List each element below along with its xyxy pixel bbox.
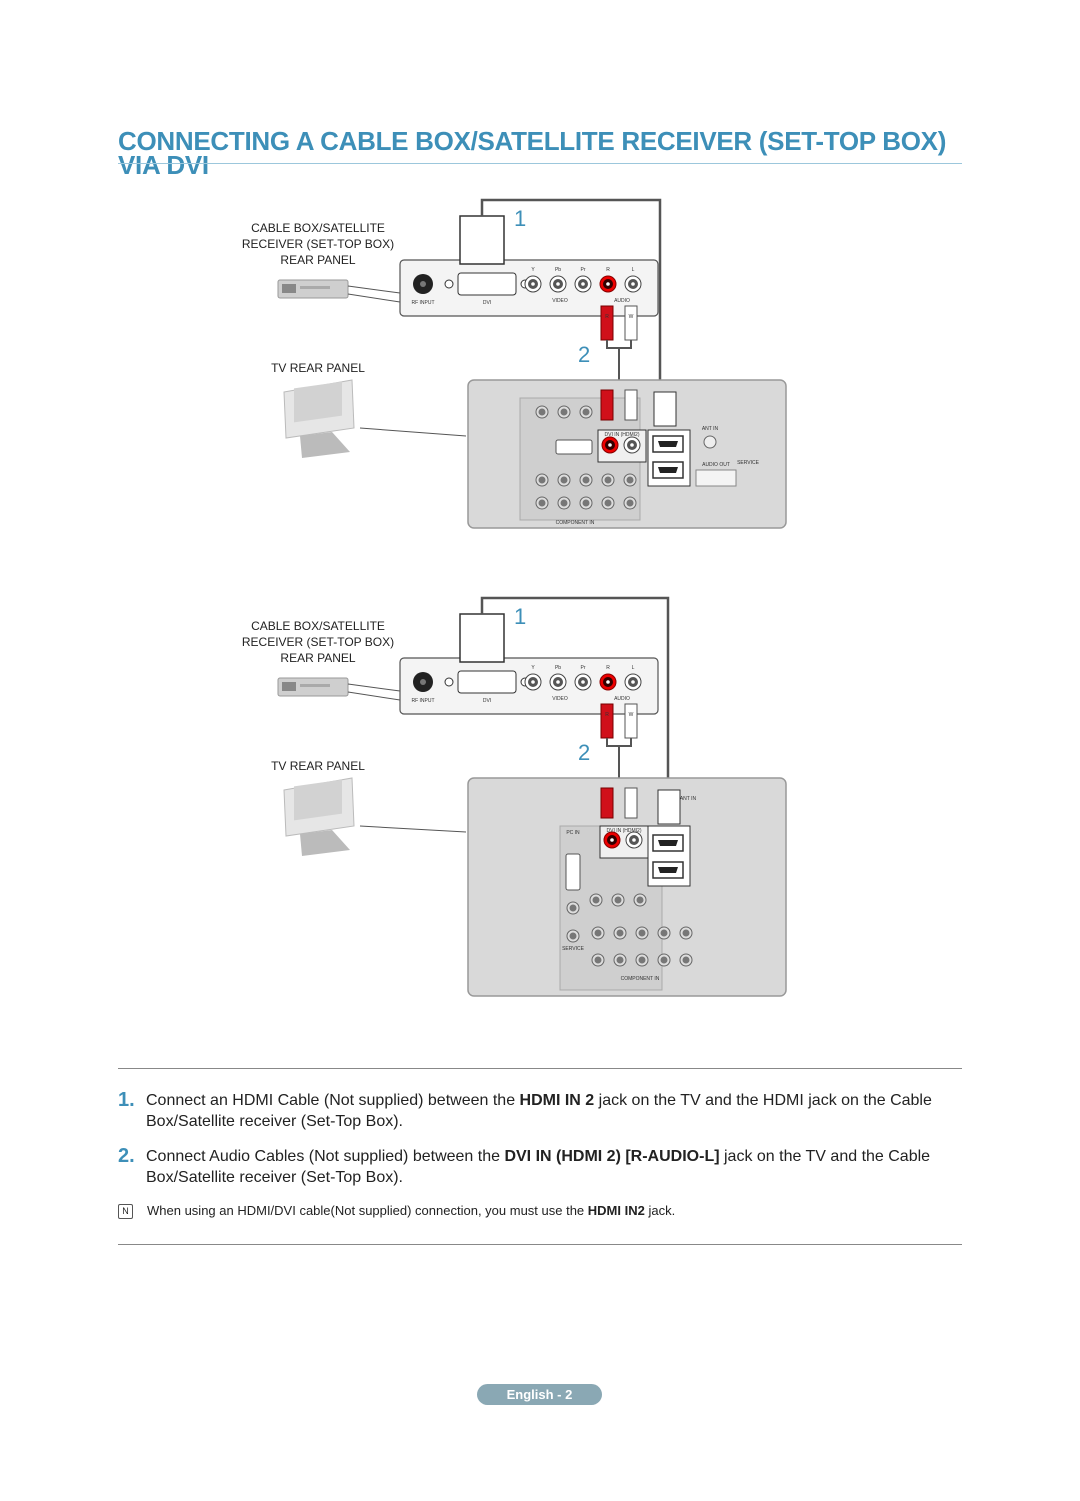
step-1: 1. Connect an HDMI Cable (Not supplied) … <box>118 1090 962 1132</box>
svg-text:ANT IN: ANT IN <box>680 796 697 802</box>
svg-text:DVI IN (HDMI2): DVI IN (HDMI2) <box>605 432 640 438</box>
hdmi-plug-box <box>459 215 505 265</box>
diagram-top: CABLE BOX/SATELLITE RECEIVER (SET-TOP BO… <box>242 198 787 529</box>
svg-text:PC IN: PC IN <box>566 830 580 836</box>
diagram-bottom: CABLE BOX/SATELLITE RECEIVER (SET-TOP BO… <box>242 596 787 997</box>
svg-text:1: 1 <box>514 604 526 629</box>
box-label-line3: REAR PANEL <box>280 253 355 267</box>
svg-text:DVI: DVI <box>483 300 491 306</box>
step-2: 2. Connect Audio Cables (Not supplied) b… <box>118 1146 962 1188</box>
page-number-badge: English - 2 <box>477 1384 602 1405</box>
step-2-marker: 2 <box>578 342 590 367</box>
instructions-bottom-rule <box>118 1244 962 1245</box>
tv-icon <box>283 379 355 459</box>
dvi-port <box>457 272 517 296</box>
svg-text:W: W <box>629 314 634 320</box>
svg-text:Y: Y <box>531 267 535 273</box>
step-2-number: 2. <box>118 1145 135 1167</box>
box-label-line1: CABLE BOX/SATELLITE <box>251 221 385 235</box>
svg-text:Y: Y <box>531 665 535 671</box>
settop-box-icon-b <box>277 677 349 697</box>
svg-text:COMPONENT IN: COMPONENT IN <box>621 976 660 982</box>
svg-text:R: R <box>605 314 609 320</box>
step-1-number: 1. <box>118 1089 135 1111</box>
svg-text:L: L <box>632 665 635 671</box>
svg-text:AUDIO OUT: AUDIO OUT <box>702 462 730 468</box>
instructions: 1. Connect an HDMI Cable (Not supplied) … <box>118 1090 962 1220</box>
box-label-line3-b: REAR PANEL <box>280 651 355 665</box>
svg-text:AUDIO: AUDIO <box>614 298 630 304</box>
step-1-marker: 1 <box>514 206 526 231</box>
box-label-line2: RECEIVER (SET-TOP BOX) <box>242 237 394 251</box>
svg-text:RF INPUT: RF INPUT <box>411 300 434 306</box>
box-label-line2-b: RECEIVER (SET-TOP BOX) <box>242 635 394 649</box>
note-text: When using an HDMI/DVI cable(Not supplie… <box>147 1203 676 1218</box>
box-label-line1-b: CABLE BOX/SATELLITE <box>251 619 385 633</box>
white-plug <box>624 305 638 341</box>
svg-text:RF INPUT: RF INPUT <box>411 698 434 704</box>
svg-text:R: R <box>605 712 609 718</box>
svg-text:SERVICE: SERVICE <box>737 460 760 466</box>
svg-text:R: R <box>606 665 610 671</box>
connection-diagram: CABLE BOX/SATELLITE RECEIVER (SET-TOP BO… <box>242 198 787 997</box>
svg-text:VIDEO: VIDEO <box>552 298 568 304</box>
svg-text:TV REAR PANEL: TV REAR PANEL <box>271 759 365 773</box>
svg-text:R: R <box>606 267 610 273</box>
svg-text:DVI: DVI <box>483 698 491 704</box>
svg-text:Pr: Pr <box>581 267 586 273</box>
svg-text:Pb: Pb <box>555 665 561 671</box>
svg-text:AUDIO: AUDIO <box>614 696 630 702</box>
svg-text:W: W <box>629 712 634 718</box>
step-2-text: Connect Audio Cables (Not supplied) betw… <box>146 1148 931 1186</box>
hdmi-cable <box>480 198 662 392</box>
svg-text:Pb: Pb <box>555 267 561 273</box>
tv-label: TV REAR PANEL <box>271 361 365 375</box>
step-1-text: Connect an HDMI Cable (Not supplied) bet… <box>146 1092 932 1130</box>
title-divider <box>118 163 962 164</box>
page-title: CONNECTING A CABLE BOX/SATELLITE RECEIVE… <box>118 126 947 181</box>
svg-text:L: L <box>632 267 635 273</box>
settop-box-icon <box>277 279 349 299</box>
svg-text:COMPONENT IN: COMPONENT IN <box>556 520 595 526</box>
svg-text:DVI IN (HDMI2): DVI IN (HDMI2) <box>607 828 642 834</box>
svg-text:Pr: Pr <box>581 665 586 671</box>
svg-text:SERVICE: SERVICE <box>562 946 585 952</box>
svg-text:ANT IN: ANT IN <box>702 426 719 432</box>
instructions-top-rule <box>118 1068 962 1069</box>
note: N When using an HDMI/DVI cable(Not suppl… <box>118 1202 962 1220</box>
svg-text:2: 2 <box>578 740 590 765</box>
svg-text:VIDEO: VIDEO <box>552 696 568 702</box>
note-icon: N <box>118 1204 133 1219</box>
red-plug <box>600 305 614 341</box>
tv-icon-b <box>283 777 355 857</box>
